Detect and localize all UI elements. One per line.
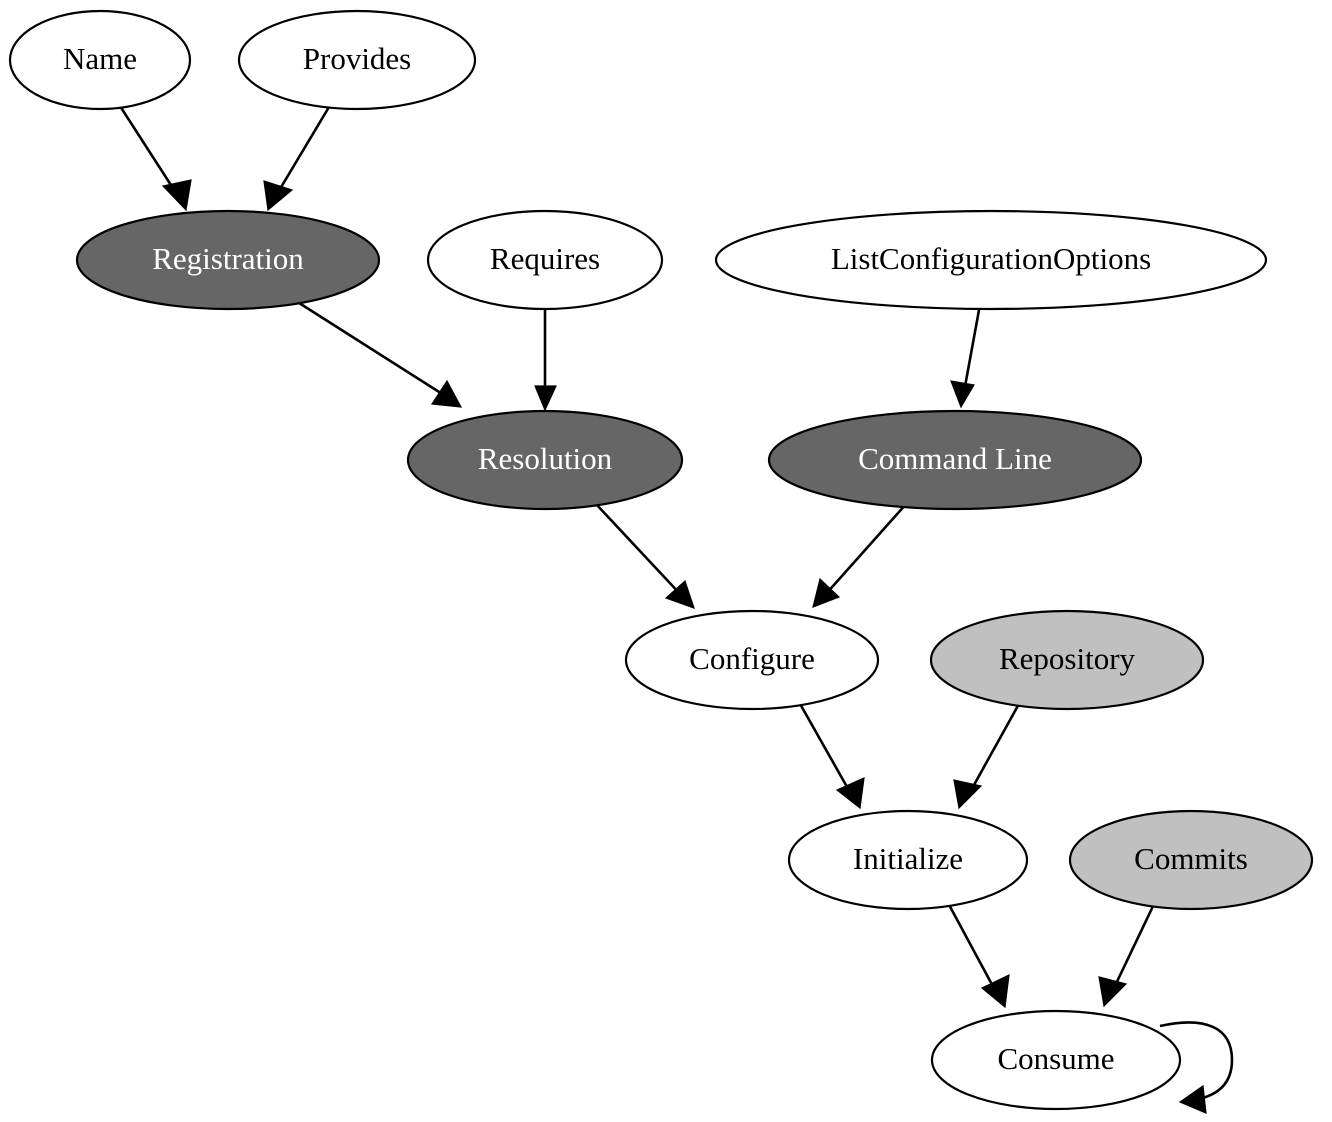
node-shape bbox=[714, 209, 1268, 311]
node-resolution[interactable]: Resolution bbox=[406, 409, 684, 511]
node-label: Name bbox=[63, 41, 137, 76]
edge-path bbox=[1159, 1021, 1234, 1102]
node-configure[interactable]: Configure bbox=[624, 609, 880, 711]
node-label: Requires bbox=[490, 241, 600, 276]
edge-commandline-configure[interactable] bbox=[812, 502, 908, 608]
arrowhead-icon bbox=[980, 973, 1010, 1009]
node-name[interactable]: Name bbox=[8, 9, 192, 111]
node-label: Configure bbox=[689, 641, 815, 676]
node-shape bbox=[406, 409, 684, 511]
edge-commits-consume[interactable] bbox=[1098, 901, 1157, 1008]
node-shape bbox=[75, 209, 381, 311]
edge-resolution-configure[interactable] bbox=[595, 503, 695, 609]
node-consume[interactable]: Consume bbox=[930, 1009, 1182, 1111]
node-label: Resolution bbox=[478, 441, 613, 476]
node-shape bbox=[237, 9, 477, 111]
edge-path bbox=[295, 299, 448, 399]
edge-registration-resolution[interactable] bbox=[295, 299, 463, 408]
node-shape bbox=[426, 209, 664, 311]
arrowhead-icon bbox=[534, 385, 557, 412]
node-label: Consume bbox=[997, 1041, 1114, 1076]
node-command-line[interactable]: Command Line bbox=[767, 409, 1143, 511]
node-listconfigurationoptions[interactable]: ListConfigurationOptions bbox=[714, 209, 1268, 311]
edge-path bbox=[275, 106, 331, 195]
node-label: Provides bbox=[303, 41, 412, 76]
node-requires[interactable]: Requires bbox=[426, 209, 664, 311]
edge-name-registration[interactable] bbox=[118, 105, 192, 212]
arrowhead-icon bbox=[263, 180, 294, 212]
node-shape bbox=[624, 609, 880, 711]
arrowhead-icon bbox=[812, 577, 841, 608]
nodes-layer: Name Provides Registration Requires List… bbox=[8, 9, 1314, 1111]
arrowhead-icon bbox=[953, 779, 983, 810]
edges-layer bbox=[118, 105, 1234, 1114]
node-shape bbox=[929, 609, 1205, 711]
node-label: ListConfigurationOptions bbox=[831, 241, 1151, 276]
edge-requires-resolution[interactable] bbox=[534, 310, 557, 412]
arrowhead-icon bbox=[1178, 1084, 1207, 1114]
node-label: Command Line bbox=[858, 441, 1052, 476]
edge-configure-initialize[interactable] bbox=[797, 701, 865, 810]
arrowhead-icon bbox=[430, 379, 463, 408]
node-commits[interactable]: Commits bbox=[1068, 809, 1314, 911]
node-initialize[interactable]: Initialize bbox=[787, 809, 1029, 911]
edge-provides-registration[interactable] bbox=[263, 106, 331, 212]
arrowhead-icon bbox=[835, 777, 865, 810]
node-registration[interactable]: Registration bbox=[75, 209, 381, 311]
node-shape bbox=[767, 409, 1143, 511]
arrowhead-icon bbox=[664, 579, 695, 609]
node-label: Commits bbox=[1134, 841, 1248, 876]
edge-path bbox=[967, 701, 1022, 795]
edge-path bbox=[118, 105, 180, 197]
node-shape bbox=[8, 9, 192, 111]
edge-path bbox=[962, 309, 981, 393]
edge-path bbox=[595, 503, 683, 597]
edge-initialize-consume[interactable] bbox=[945, 900, 1010, 1009]
node-repository[interactable]: Repository bbox=[929, 609, 1205, 711]
arrowhead-icon bbox=[1098, 976, 1128, 1008]
node-shape bbox=[787, 809, 1029, 911]
arrowhead-icon bbox=[161, 179, 192, 212]
edge-repository-initialize[interactable] bbox=[953, 701, 1022, 810]
node-provides[interactable]: Provides bbox=[237, 9, 477, 111]
edge-listconfigurationoptions-commandline[interactable] bbox=[950, 309, 981, 409]
edge-path bbox=[797, 701, 853, 795]
node-label: Initialize bbox=[853, 841, 963, 876]
edge-path bbox=[1111, 901, 1157, 991]
edge-path bbox=[824, 502, 908, 596]
edge-consume-self-loop[interactable] bbox=[1159, 1021, 1234, 1114]
node-label: Repository bbox=[999, 641, 1136, 676]
node-label: Registration bbox=[152, 241, 304, 276]
node-shape bbox=[1068, 809, 1314, 911]
node-shape bbox=[930, 1009, 1182, 1111]
arrowhead-icon bbox=[950, 380, 975, 409]
edge-path bbox=[945, 900, 998, 993]
